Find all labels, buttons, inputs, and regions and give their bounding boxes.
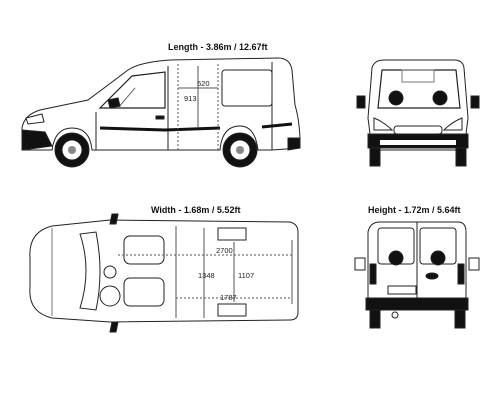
rear-bumper [287, 137, 301, 151]
top-dimension-lines [118, 228, 293, 318]
side-view [21, 57, 301, 168]
dim-cargo-length: 2700 [216, 246, 233, 255]
rear-mirror-right [468, 257, 480, 271]
dim-between-arches: 1107 [238, 271, 254, 280]
top-seat-left [123, 235, 165, 265]
front-headlight-left [373, 117, 394, 131]
front-wheel-left [369, 147, 381, 167]
front-grille [393, 125, 443, 135]
side-stripe [99, 126, 221, 132]
rear-badge [425, 272, 439, 280]
top-mirror-right [109, 321, 119, 333]
front-headlight-right [442, 117, 463, 131]
side-dimension-lines [177, 64, 219, 150]
dim-floor-length: 1787 [220, 293, 237, 302]
rear-wheel-left [369, 309, 381, 329]
rear-view [354, 221, 480, 329]
length-title: Length - 3.86m / 12.67ft [168, 42, 268, 52]
rear-body-outline [367, 221, 467, 306]
front-mirror-left [356, 95, 366, 109]
side-headlight [25, 113, 45, 125]
top-seat-right [123, 277, 165, 307]
rear-wheel-right [454, 309, 466, 329]
front-wheel-right [455, 147, 467, 167]
side-mirror [107, 97, 121, 109]
front-bumper [21, 129, 53, 151]
side-rear-wheel [222, 132, 258, 168]
dim-side-height: 913 [184, 94, 197, 103]
front-mirror-right [470, 95, 480, 109]
rear-plate [387, 285, 417, 295]
top-view [29, 213, 299, 333]
front-body-outline [367, 59, 469, 151]
rear-mirror-left [354, 257, 366, 271]
dim-cargo-width: 1348 [198, 271, 215, 280]
front-view [356, 59, 480, 167]
rear-light-right [457, 263, 465, 285]
top-wheel-arch-left [217, 227, 247, 241]
top-body-outline [29, 219, 299, 323]
rear-light-left [369, 263, 377, 285]
height-title: Height - 1.72m / 5.64ft [368, 205, 461, 215]
front-windscreen [377, 69, 461, 109]
top-wheel-arch-right [217, 303, 247, 317]
side-windscreen [98, 71, 166, 109]
dim-side-top: 620 [197, 79, 210, 88]
rear-bumper [365, 297, 469, 311]
side-front-wheel [54, 132, 90, 168]
cargo-side-window [221, 69, 273, 107]
top-mirror-left [109, 213, 119, 225]
width-title: Width - 1.68m / 5.52ft [151, 205, 241, 215]
top-windscreen [79, 231, 101, 311]
